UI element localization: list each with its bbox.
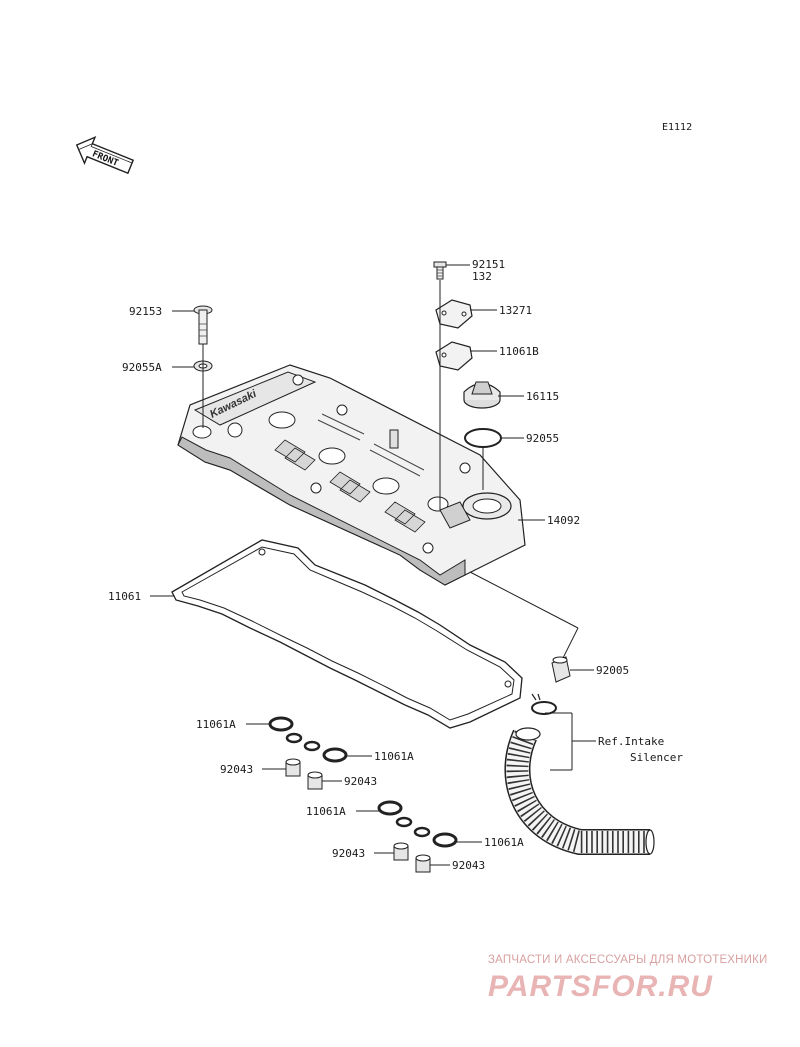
hose-clamp xyxy=(531,693,557,715)
label-92151: 92151 xyxy=(472,258,505,271)
label-92043-4: 92043 xyxy=(452,859,485,872)
gasket-11061b xyxy=(435,341,473,371)
valve-cover-14092: Kawasaki xyxy=(177,364,526,586)
label-92005: 92005 xyxy=(596,664,629,677)
label-11061b: 11061B xyxy=(499,345,539,358)
gasket-11061 xyxy=(171,539,523,729)
label-92055: 92055 xyxy=(526,432,559,445)
label-92043-3: 92043 xyxy=(332,847,365,860)
label-92043-2: 92043 xyxy=(344,775,377,788)
label-ref-silencer: Silencer xyxy=(630,751,683,764)
label-11061a-1: 11061A xyxy=(196,718,236,731)
leader-lines xyxy=(150,264,596,866)
bolt-92151 xyxy=(433,261,447,280)
grommet-set-3 xyxy=(377,800,413,861)
label-11061a-2: 11061A xyxy=(374,750,414,763)
label-11061a-4: 11061A xyxy=(484,836,524,849)
label-ref-intake: Ref.Intake xyxy=(598,735,664,748)
bolt-92153 xyxy=(193,305,213,345)
label-92043-1: 92043 xyxy=(220,763,253,776)
label-16115: 16115 xyxy=(526,390,559,403)
label-11061: 11061 xyxy=(108,590,141,603)
label-14092: 14092 xyxy=(547,514,580,527)
label-13271: 13271 xyxy=(499,304,532,317)
grommet-set-2 xyxy=(303,740,348,790)
filler-cap-16115 xyxy=(463,381,501,409)
grommet-set-4 xyxy=(413,826,458,873)
watermark-logo: PARTSFOR.RU xyxy=(488,970,713,1003)
o-ring-92055 xyxy=(464,428,502,448)
label-11061a-3: 11061A xyxy=(306,805,346,818)
label-92153: 92153 xyxy=(129,305,162,318)
label-92055a: 92055A xyxy=(122,361,162,374)
label-132: 132 xyxy=(472,270,492,283)
plate-13271 xyxy=(435,299,473,329)
diagram-code: E1112 xyxy=(662,122,692,133)
front-arrow-icon: FRONT xyxy=(75,135,135,175)
grommet-set-1 xyxy=(268,716,303,777)
breather-hose xyxy=(504,727,655,855)
watermark-tagline: ЗАПЧАСТИ И АКСЕССУАРЫ ДЛЯ МОТОТЕХНИКИ xyxy=(488,954,768,966)
fitting-92005 xyxy=(551,656,571,683)
